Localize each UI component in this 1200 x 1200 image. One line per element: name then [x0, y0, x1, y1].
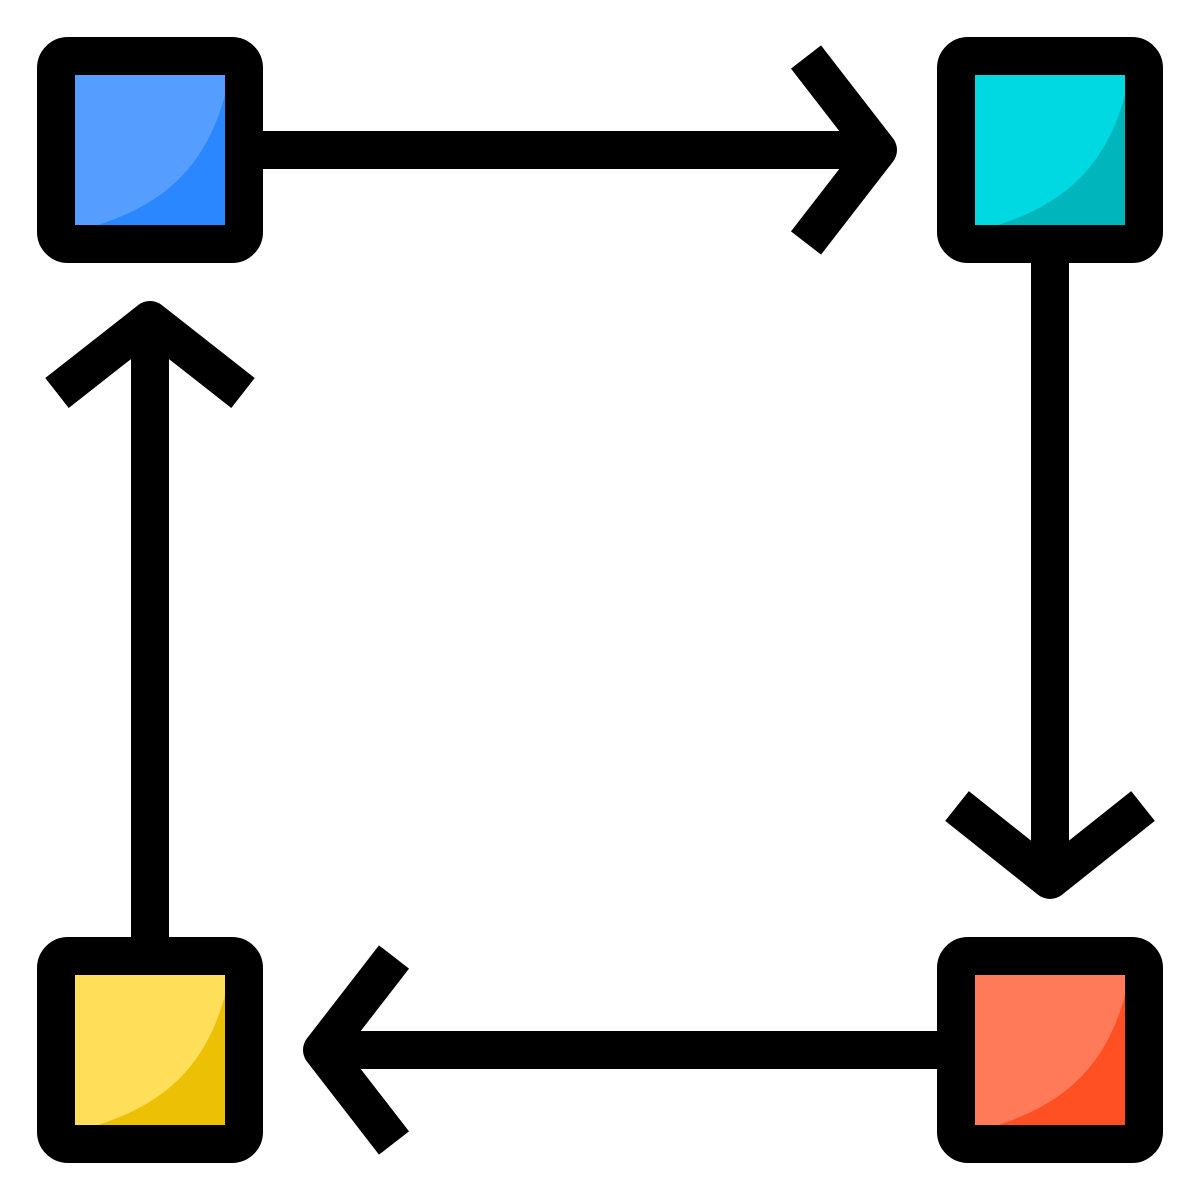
arrow-down-icon: [945, 791, 1155, 899]
arrow-up-icon: [45, 301, 255, 408]
node-bottom-left: [37, 937, 263, 1163]
arrow-left-icon: [303, 945, 410, 1155]
arrow-right-icon: [790, 45, 897, 255]
node-bottom-right: [937, 937, 1163, 1163]
node-top-left: [37, 37, 263, 263]
node-top-right: [937, 37, 1163, 263]
